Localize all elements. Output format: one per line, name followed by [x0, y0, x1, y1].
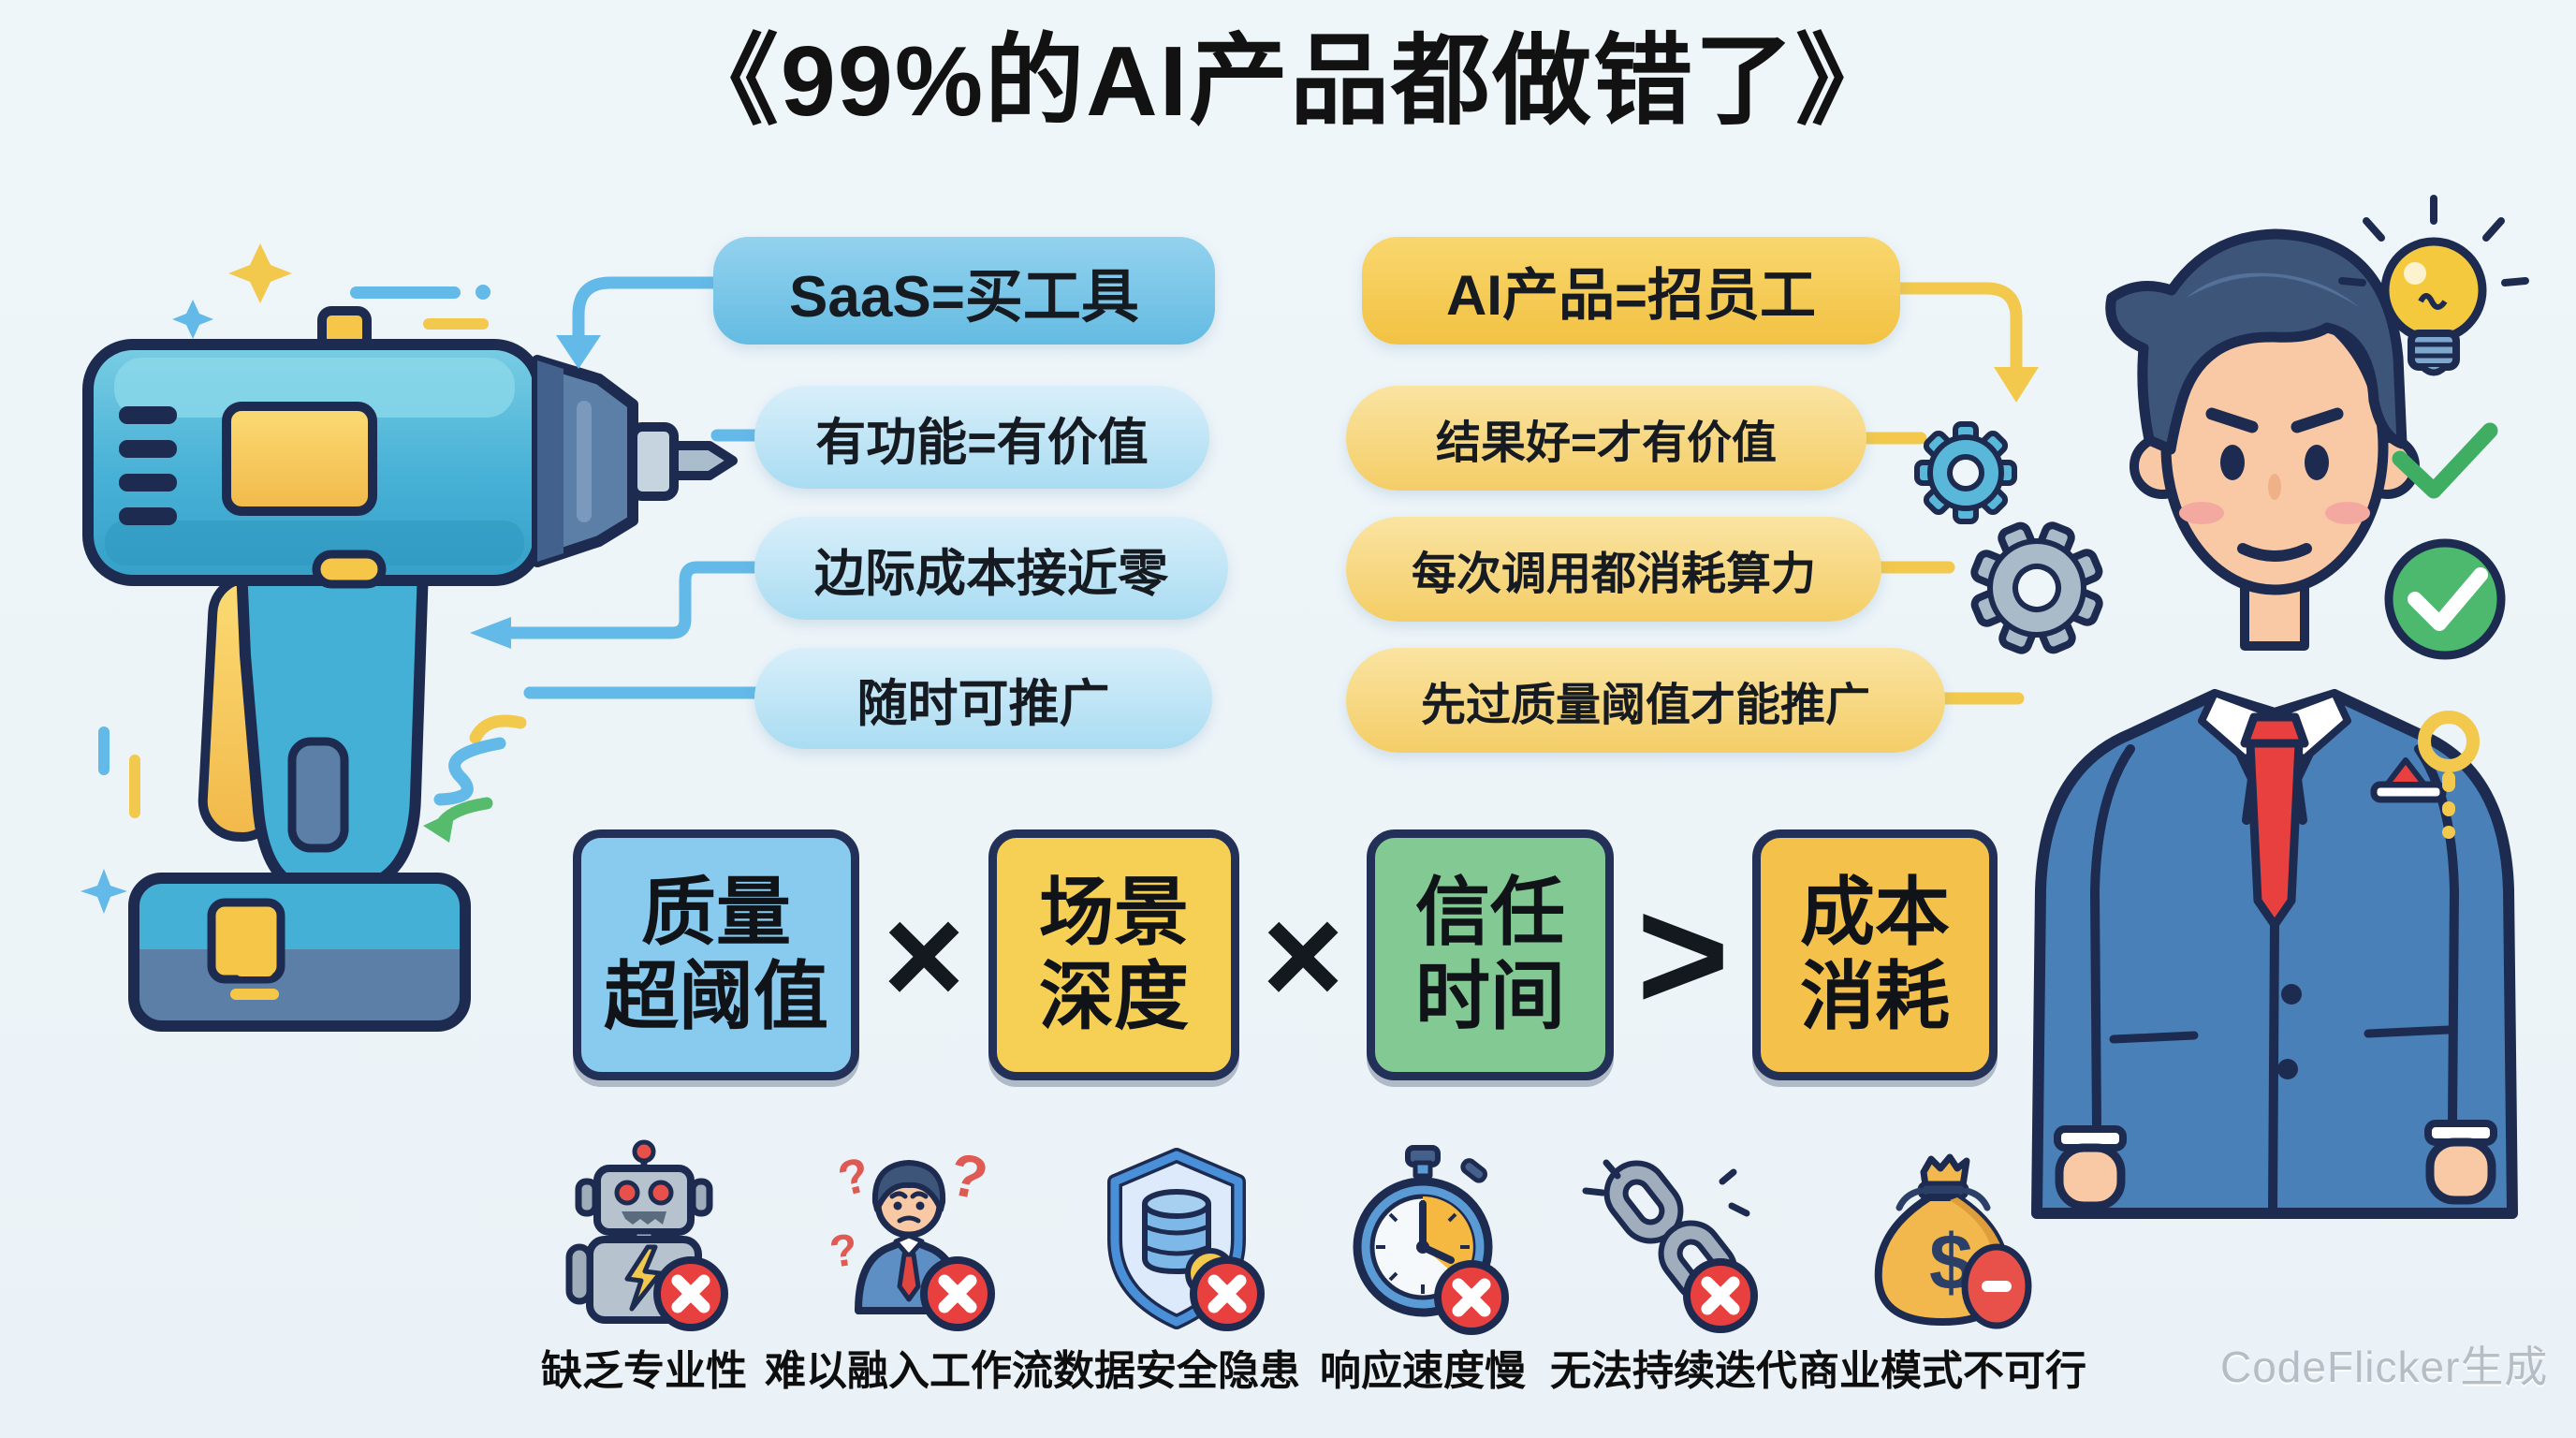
saas-item-chip: 有功能=有价值	[754, 386, 1209, 489]
ai-item-chip: 先过质量阈值才能推广	[1346, 648, 1945, 753]
lightbulb-icon	[2338, 195, 2529, 376]
hair	[2105, 228, 2408, 455]
saas-connectors	[484, 276, 774, 699]
ai-item-chip: 结果好=才有价值	[1346, 386, 1866, 491]
money-bag-icon: $	[1874, 1153, 2032, 1329]
problem-label: 无法持续迭代	[1550, 1348, 1797, 1394]
tie	[2240, 712, 2309, 930]
formula-term-line: 质量	[641, 871, 791, 955]
drill-chuck	[532, 355, 679, 567]
ai-connectors	[1856, 282, 2025, 705]
formula-term-line: 时间	[1415, 955, 1565, 1038]
squiggle-arrow-icon	[433, 714, 527, 830]
arrow-left-icon	[470, 617, 511, 649]
hand	[2055, 1143, 2126, 1211]
formula-term-line: 超阈值	[604, 955, 828, 1038]
arrow-down-icon	[1994, 367, 2039, 403]
drill-body	[82, 339, 545, 589]
drill-label-plate	[222, 402, 377, 516]
drill-handle-panel	[287, 737, 349, 853]
problem-label: 商业模式不可行	[1798, 1348, 2086, 1394]
formula-term-trust: 信任 时间	[1367, 829, 1614, 1080]
formula-term-line: 深度	[1039, 955, 1189, 1038]
problem-label: 难以融入工作流	[765, 1348, 1053, 1394]
shield-database-icon	[1107, 1148, 1261, 1328]
saas-item-chip: 边际成本接近零	[754, 517, 1228, 620]
svg-text:?: ?	[833, 1148, 875, 1208]
saas-item-chip: 随时可推广	[754, 648, 1212, 749]
gear-icon	[1954, 505, 2121, 672]
arrow-down-left-icon	[423, 811, 455, 843]
sparkle-icon	[80, 243, 292, 914]
problem-label: 数据安全隐患	[1053, 1348, 1300, 1394]
hand	[2425, 1137, 2496, 1205]
database-icon	[1142, 1189, 1211, 1274]
saas-header-chip: SaaS=买工具	[713, 237, 1215, 345]
problem-label: 缺乏专业性	[541, 1348, 747, 1394]
ai-header-chip: AI产品=招员工	[1362, 237, 1900, 345]
drill-trigger	[312, 550, 387, 589]
question-decor-icon	[2418, 711, 2480, 839]
confused-user-icon: ? ? ?	[827, 1139, 993, 1328]
formula-term-line: 成本	[1800, 871, 1950, 955]
gear-icon	[1917, 424, 2014, 521]
check-circle-icon	[2384, 538, 2506, 660]
check-icon	[2392, 422, 2498, 499]
formula-term-scenario: 场景 深度	[988, 829, 1239, 1080]
page-title: 《99%的AI产品都做错了》	[679, 26, 1897, 137]
arrow-down-icon	[556, 335, 601, 369]
problem-label: 响应速度慢	[1320, 1348, 1526, 1394]
svg-text:?: ?	[827, 1225, 860, 1278]
drill-battery	[128, 873, 471, 1032]
watermark: CodeFlicker生成	[2220, 1343, 2549, 1391]
dash-decor	[98, 285, 490, 818]
broken-chain-icon	[1582, 1159, 1754, 1329]
formula-operator-multiply: ×	[883, 875, 965, 1034]
formula-term-quality: 质量 超阈值	[573, 829, 859, 1080]
drill-illustration	[82, 306, 738, 1032]
formula-operator-multiply: ×	[1262, 875, 1344, 1034]
ai-item-chip: 每次调用都消耗算力	[1346, 517, 1881, 622]
businessman-illustration	[2031, 228, 2518, 1219]
face	[2130, 300, 2420, 595]
formula-term-line: 场景	[1039, 871, 1189, 955]
formula-term-line: 信任	[1415, 871, 1565, 955]
formula-term-line: 消耗	[1800, 955, 1950, 1038]
formula-operator-greater: >	[1636, 866, 1730, 1044]
formula-term-cost: 成本 消耗	[1752, 829, 1998, 1080]
stopwatch-icon	[1353, 1145, 1505, 1331]
robot-icon	[565, 1139, 724, 1328]
svg-text:?: ?	[944, 1139, 993, 1213]
drill-bit	[669, 441, 738, 480]
minus-badge-icon	[1961, 1243, 2032, 1329]
